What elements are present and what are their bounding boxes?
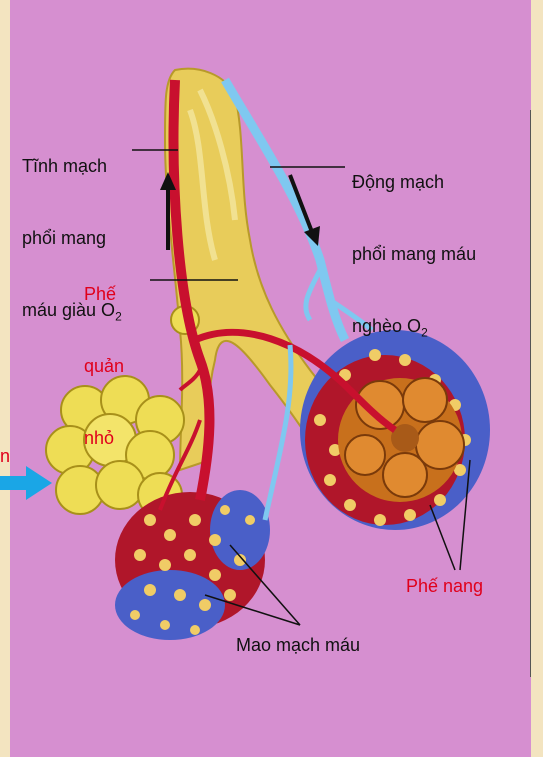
label-cut-letter: n (0, 444, 10, 468)
label-bronchiole: Phế quản nhỏ (84, 234, 124, 498)
label-capillaries: Mao mạch máu (236, 633, 360, 657)
pulmonary-vein-line1: Tĩnh mạch (22, 154, 122, 178)
pulmonary-artery-line1: Động mạch (352, 170, 476, 194)
bronchiole-line2: quản (84, 354, 124, 378)
bronchiole-line3: nhỏ (84, 426, 124, 450)
label-alveoli: Phế nang (406, 574, 483, 598)
label-pulmonary-artery: Động mạch phổi mang máu nghèo O2 (352, 122, 476, 393)
bronchiole-line1: Phế (84, 282, 124, 306)
pulmonary-artery-line2: phổi mang máu (352, 242, 476, 266)
arrow-right-icon (0, 466, 52, 500)
pulmonary-artery-line3: nghèo O2 (352, 314, 476, 345)
